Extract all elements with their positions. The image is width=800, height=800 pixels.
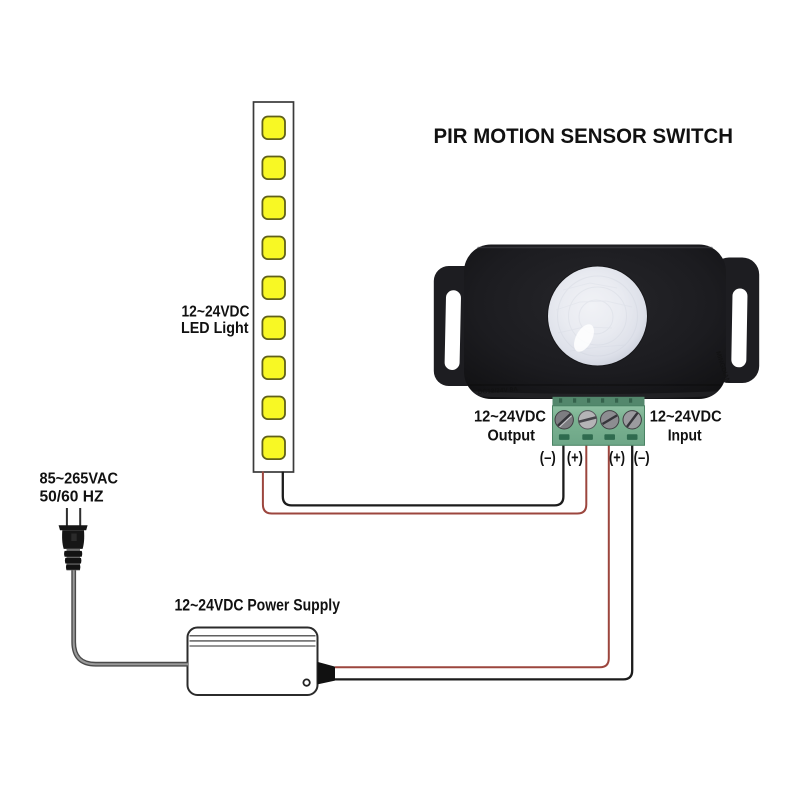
svg-text:(+): (+) [609, 450, 625, 467]
svg-text:12~24VDC: 12~24VDC [474, 409, 546, 426]
svg-text:PIR MOTION SENSOR SWITCH: PIR MOTION SENSOR SWITCH [434, 124, 734, 148]
svg-text:Input: Input [668, 428, 702, 445]
svg-text:(+): (+) [567, 450, 583, 467]
svg-text:12~24VDC: 12~24VDC [650, 409, 722, 426]
svg-text:LED Light: LED Light [181, 320, 249, 337]
svg-text:85~265VAC: 85~265VAC [40, 471, 119, 488]
svg-text:(–): (–) [634, 450, 650, 467]
svg-text:12~24VDC: 12~24VDC [182, 304, 250, 321]
svg-text:12~24VDC Power Supply: 12~24VDC Power Supply [175, 597, 341, 615]
svg-text:Output: Output [488, 428, 536, 445]
svg-text:DC12/24V 8A: DC12/24V 8A [478, 386, 519, 396]
svg-text:(–): (–) [540, 450, 556, 467]
svg-text:50/60 HZ: 50/60 HZ [40, 489, 104, 506]
